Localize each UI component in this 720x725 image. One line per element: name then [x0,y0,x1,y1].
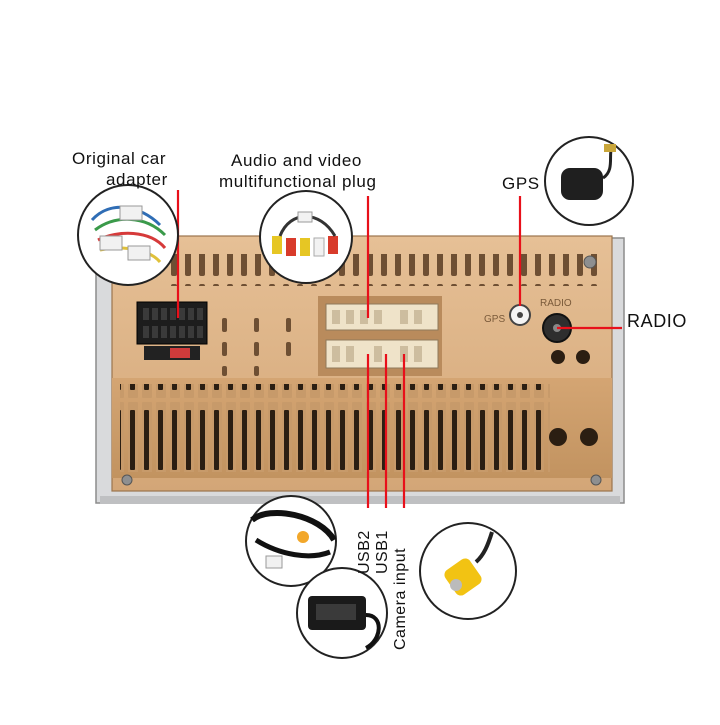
radio-port-marking: RADIO [540,298,572,309]
callout-lines [176,190,622,508]
original-car-adapter-label-line2: adapter [106,170,168,189]
av-plug-sockets [318,296,442,376]
inset-av-cables [259,190,353,284]
gps-label: GPS [502,174,540,193]
usb2-label: USB2 [356,530,373,574]
iso-connector [136,301,208,360]
av-plug-label-line1: Audio and video [231,151,362,170]
original-car-adapter-label-line1: Original car [72,149,167,168]
inset-usb-cable [245,495,337,587]
radio-label: RADIO [627,311,688,331]
inset-gps-antenna [544,136,634,226]
usb1-label: USB1 [374,530,391,574]
camera-input-label: Camera input [392,547,409,650]
inset-usb-plug [296,567,388,659]
gps-port-marking: GPS [484,314,505,325]
inset-harness [77,184,179,286]
inset-camera-rca [419,522,517,620]
av-plug-label-line2: multifunctional plug [219,172,377,191]
